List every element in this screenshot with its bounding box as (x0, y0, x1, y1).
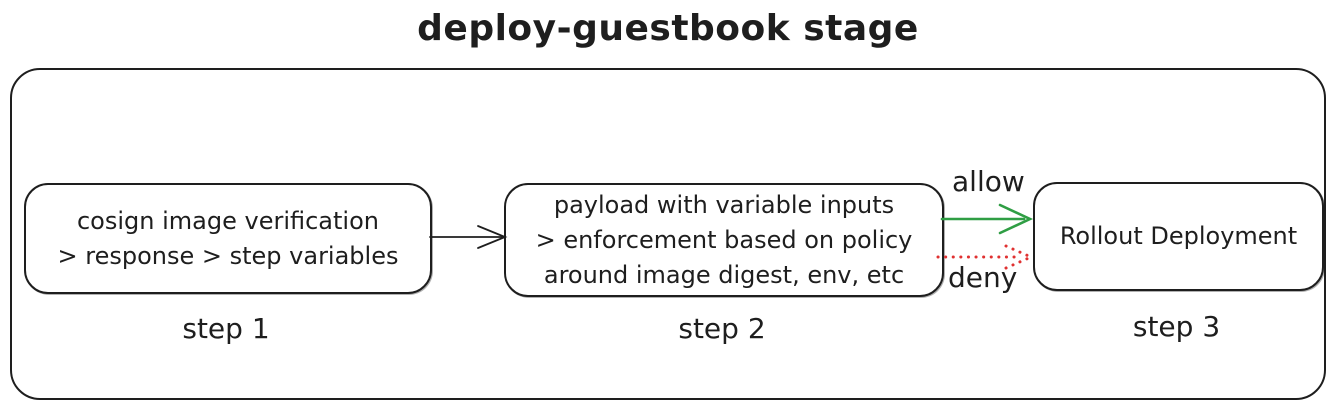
step-1-label: step 1 (182, 312, 270, 345)
step-2-text-line-2: > enforcement based on policy (535, 225, 913, 254)
node-step-1: cosign image verification > response > s… (24, 183, 432, 294)
deny-edge-label: deny (948, 261, 1018, 294)
allow-edge-label: allow (952, 165, 1025, 198)
diagram-title: deploy-guestbook stage (417, 8, 919, 49)
step-2-label: step 2 (678, 312, 766, 345)
node-step-2: payload with variable inputs > enforceme… (504, 183, 944, 297)
step-1-text-line-2: > response > step variables (57, 241, 399, 270)
step-3-text-line-1: Rollout Deployment (1059, 222, 1298, 250)
step-2-text-line-3: around image digest, env, etc (543, 260, 905, 289)
step-2-text-line-1: payload with variable inputs (553, 190, 895, 219)
stage-container-box (10, 68, 1326, 400)
step-1-text-line-1: cosign image verification (76, 206, 379, 235)
step-3-label: step 3 (1132, 310, 1221, 343)
node-step-3: Rollout Deployment (1033, 182, 1324, 291)
